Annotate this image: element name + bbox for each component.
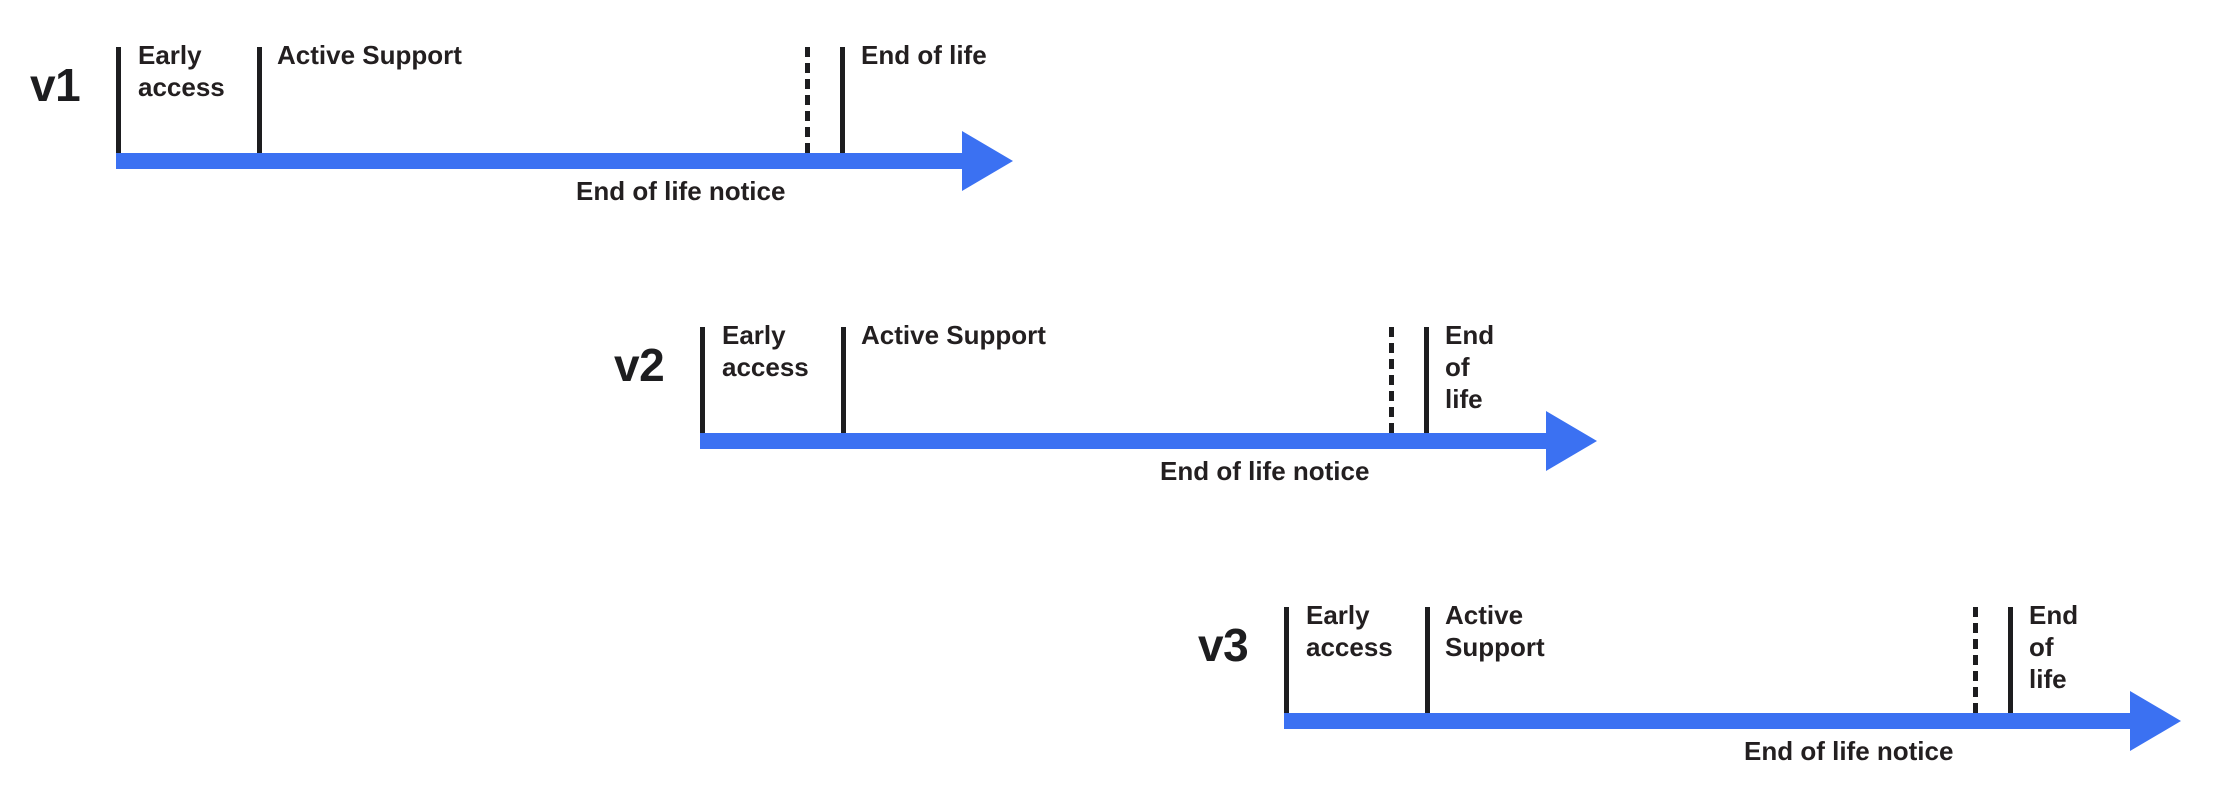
timeline-row-v3: v3 Early access Active Support End of li… — [0, 560, 2181, 790]
timeline-row-v1: v1 Early access Active Support End of li… — [0, 0, 1100, 230]
notice-label-v2: End of life notice — [1160, 456, 1370, 486]
timeline-row-v2: v2 Early access Active Support End of li… — [0, 280, 1597, 510]
phase-label-active-support-v3: Active Support — [1445, 600, 1545, 662]
support-arrow-v2 — [700, 411, 1597, 471]
phase-label-early-access-v2: Early access — [722, 320, 809, 382]
phase-label-active-support-v2: Active Support — [861, 320, 1046, 350]
phase-label-end-of-life-v1: End of life — [861, 40, 987, 70]
version-label-v2: v2 — [614, 339, 665, 391]
active-support-marker-v3 — [1425, 607, 1430, 713]
notice-label-v3: End of life notice — [1744, 736, 1954, 766]
start-marker-v1 — [116, 47, 121, 153]
version-label-v1: v1 — [30, 59, 81, 111]
start-marker-v2 — [700, 327, 705, 433]
phase-label-active-support-v1: Active Support — [277, 40, 462, 70]
version-label-v3: v3 — [1198, 619, 1249, 671]
end-of-life-notice-marker-v3 — [1973, 607, 1978, 713]
start-marker-v3 — [1284, 607, 1289, 713]
phase-label-end-of-life-v2: End of life — [1445, 320, 1495, 414]
active-support-marker-v2 — [841, 327, 846, 433]
end-of-life-marker-v2 — [1424, 327, 1429, 433]
phase-label-early-access-v1: Early access — [138, 40, 225, 102]
support-arrow-v3 — [1284, 691, 2181, 751]
phase-label-early-access-v3: Early access — [1306, 600, 1393, 662]
end-of-life-notice-marker-v2 — [1389, 327, 1394, 433]
end-of-life-marker-v3 — [2008, 607, 2013, 713]
end-of-life-marker-v1 — [840, 47, 845, 153]
active-support-marker-v1 — [257, 47, 262, 153]
support-arrow-v1 — [116, 131, 1013, 191]
notice-label-v1: End of life notice — [576, 176, 786, 206]
end-of-life-notice-marker-v1 — [805, 47, 810, 153]
phase-label-end-of-life-v3: End of life — [2029, 600, 2079, 694]
